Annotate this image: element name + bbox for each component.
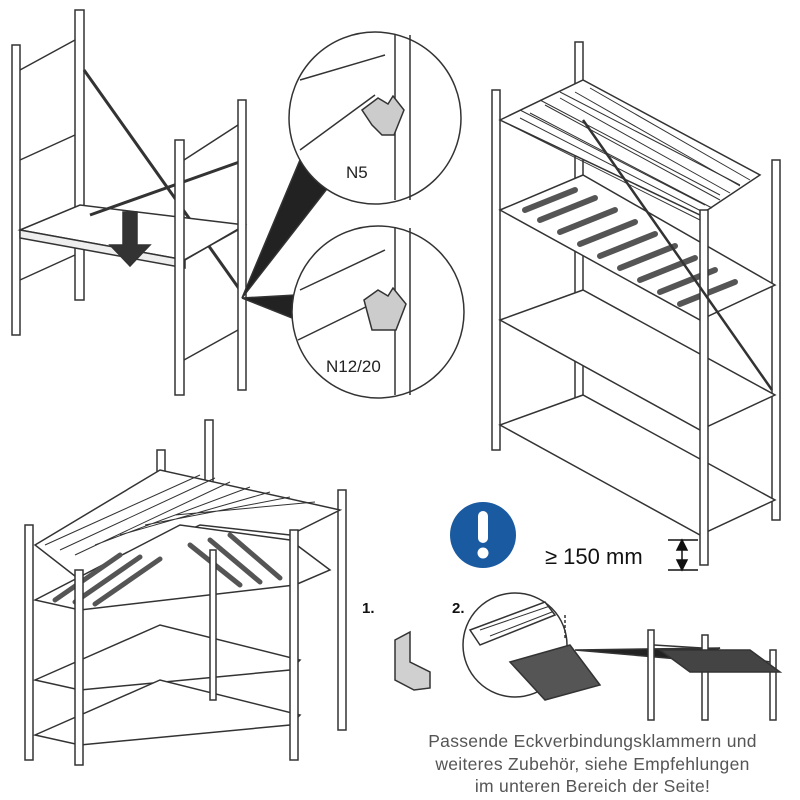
clearance-label: ≥ 150 mm [545, 544, 643, 569]
callout-wedge [241, 294, 296, 320]
note-line: weiteres Zubehör, siehe Empfehlungen [435, 753, 750, 774]
detail-circle-n5 [288, 31, 462, 205]
accessory-note: Passende Eckverbindungsklammern und weit… [385, 730, 800, 798]
callout-label-n12: N12/20 [326, 357, 381, 376]
dimension-marker [668, 538, 698, 572]
step-two-label: 2. [452, 600, 465, 617]
corner-shelf-unit [24, 419, 347, 766]
step-one-label: 1. [362, 600, 375, 617]
note-line: Passende Eckverbindungsklammern und [428, 731, 757, 751]
shelf-assembly-step [11, 9, 248, 396]
step-two-detail [462, 592, 783, 721]
detail-circle-n12 [291, 225, 465, 399]
callout-label-n5: N5 [346, 163, 368, 182]
arrow-down-icon [108, 211, 152, 268]
shelf-unit-four-tier [491, 41, 781, 566]
corner-bracket-icon [394, 630, 431, 691]
note-line: im unteren Bereich der Seite! [474, 776, 711, 796]
